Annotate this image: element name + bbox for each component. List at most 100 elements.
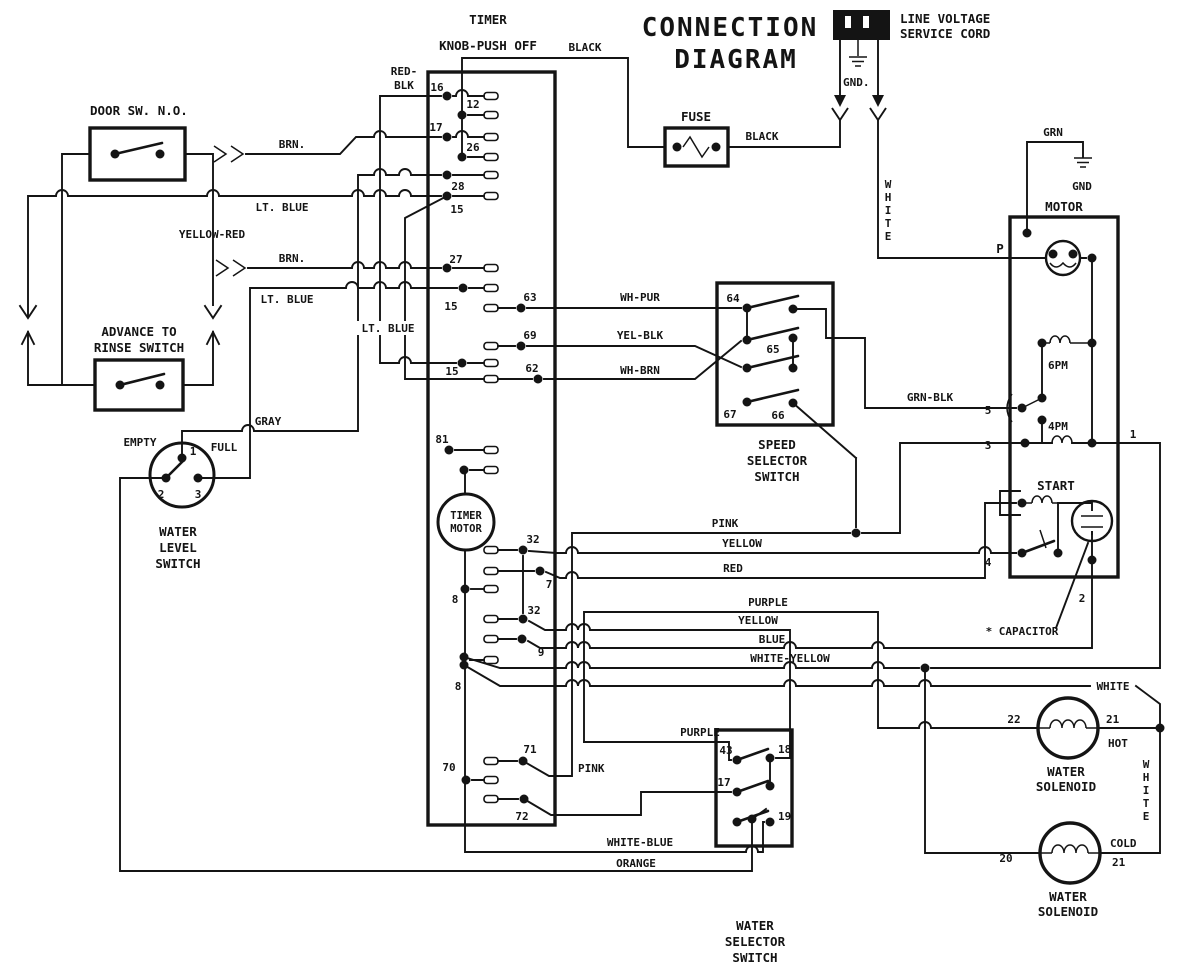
wire-purple2 — [583, 741, 732, 761]
label-red-blk-1: RED- — [391, 65, 418, 78]
wire-lt-blue2 — [197, 281, 485, 479]
hot-solenoid-name-2: SOLENOID — [1036, 779, 1096, 794]
wire-66-diag — [791, 401, 858, 528]
timer-terminal-72: 72 — [515, 810, 528, 823]
timer-terminal-15b: 15 — [444, 300, 457, 313]
label-white-blue: WHITE-BLUE — [607, 836, 673, 849]
wire-capacitor-leader — [1054, 541, 1090, 630]
capacitor-plates — [1081, 515, 1103, 528]
line-voltage-label-2: SERVICE CORD — [900, 26, 990, 41]
protector-arc — [1049, 261, 1077, 268]
cold-solenoid-name-1: WATER — [1049, 889, 1087, 904]
wire-white — [462, 663, 1161, 854]
ws-name-2: SELECTOR — [725, 934, 786, 949]
symbols-layer — [213, 40, 1103, 854]
sol-terminal-21-cold: 21 — [1112, 856, 1126, 869]
timer-terminal-7: 7 — [546, 578, 553, 591]
label-yellow-1: YELLOW — [722, 537, 762, 550]
ss-terminal-66: 66 — [771, 409, 785, 422]
wls-name-3: SWITCH — [155, 556, 200, 571]
ws-terminal-43: 43 — [719, 744, 732, 757]
wire-grn — [1026, 141, 1084, 234]
wire-brn1 — [184, 130, 485, 155]
plug-slot-1 — [845, 16, 851, 28]
door-switch-blade — [113, 141, 164, 156]
wire-blue — [526, 531, 1093, 649]
wire-wh-brn — [497, 339, 743, 380]
motor-terminal-p: P — [996, 241, 1004, 256]
fuse-box — [663, 126, 730, 168]
timer-motor-label-1: TIMER — [450, 510, 482, 522]
hot-solenoid-circle — [1036, 696, 1100, 760]
label-lt-blue-2: LT. BLUE — [261, 293, 314, 306]
ws-name-3: SWITCH — [732, 950, 777, 964]
ss-blades — [745, 294, 800, 404]
wire-red — [544, 502, 1017, 579]
ss-terminal-65: 65 — [766, 343, 779, 356]
cold-solenoid-circle — [1038, 821, 1102, 885]
timer-terminal-26: 26 — [466, 141, 480, 154]
label-black-2: BLACK — [745, 130, 778, 143]
sol-terminal-22: 22 — [1007, 713, 1020, 726]
timer-terminal-tabs — [483, 91, 499, 804]
ground-motor-icon — [1074, 157, 1092, 168]
wls-empty-label: EMPTY — [123, 436, 156, 449]
grn-label: GRN — [1043, 126, 1063, 139]
page-title-line1: CONNECTION — [642, 13, 819, 43]
timer-terminal-15c: 15 — [445, 365, 458, 378]
label-backgrounds — [352, 321, 424, 335]
cord-receiver-left — [831, 107, 849, 122]
wire-yel-blk — [497, 345, 743, 369]
wls-full-label: FULL — [211, 441, 238, 454]
wls-terminal-1: 1 — [190, 445, 197, 458]
fuse-element — [682, 135, 710, 159]
chevron-connectors-brn — [213, 145, 247, 277]
coil-4pm — [1051, 435, 1073, 444]
label-start: START — [1037, 478, 1075, 493]
service-cord-plug — [833, 10, 890, 40]
wire-riser-405 — [404, 194, 485, 380]
motor-terminal-1: 1 — [1130, 428, 1137, 441]
ss-name-2: SELECTOR — [747, 453, 808, 468]
timer-name-line2: KNOB-PUSH OFF — [439, 38, 537, 53]
cord-arrow-left — [834, 95, 846, 107]
motor-terminal-5: 5 — [985, 404, 992, 417]
sol-terminal-21-hot: 21 — [1106, 713, 1120, 726]
wire-cord-stems — [839, 39, 879, 96]
capacitor-circle — [1070, 499, 1114, 543]
wire-white-drop — [877, 119, 1011, 259]
timer-terminal-32a: 32 — [526, 533, 539, 546]
label-yel-blk: YEL-BLK — [617, 329, 664, 342]
label-brn-2: BRN. — [279, 252, 306, 265]
wire-pink — [521, 442, 997, 777]
label-4pm: 4PM — [1048, 420, 1068, 433]
fuse-label: FUSE — [681, 109, 711, 124]
label-pink-2: PINK — [712, 517, 739, 530]
label-grn-blk: GRN-BLK — [907, 391, 954, 404]
label-wh-pur: WH-PUR — [620, 291, 660, 304]
ss-name-1: SPEED — [758, 437, 796, 452]
rinse-switch-box — [93, 358, 185, 412]
motor-terminal-2: 2 — [1079, 592, 1086, 605]
label-lt-blue-3: LT. BLUE — [362, 322, 415, 335]
wire-ss-exit — [792, 308, 834, 339]
timer-terminal-69: 69 — [523, 329, 536, 342]
label-lt-blue-1: LT. BLUE — [256, 201, 309, 214]
component-boxes — [88, 10, 1120, 885]
door-switch-label: DOOR SW. N.O. — [90, 103, 188, 118]
wire-motor-4row — [995, 502, 1059, 554]
gnd-cord-label: GND. — [843, 76, 870, 89]
cord-receiver-right — [869, 107, 887, 122]
wire-motor-6pm-riser — [1041, 257, 1093, 444]
timer-terminal-71: 71 — [523, 743, 537, 756]
timer-name-line1: TIMER — [469, 12, 507, 27]
wire-black-top — [461, 57, 666, 148]
coil-start — [1022, 495, 1058, 504]
timer-terminal-15a: 15 — [450, 203, 463, 216]
ss-terminal-67: 67 — [723, 408, 736, 421]
ws-terminal-17: 17 — [717, 776, 730, 789]
timer-terminal-8a: 8 — [452, 593, 459, 606]
motor-terminal-4: 4 — [985, 556, 992, 569]
wire-start-line — [1057, 502, 1093, 535]
